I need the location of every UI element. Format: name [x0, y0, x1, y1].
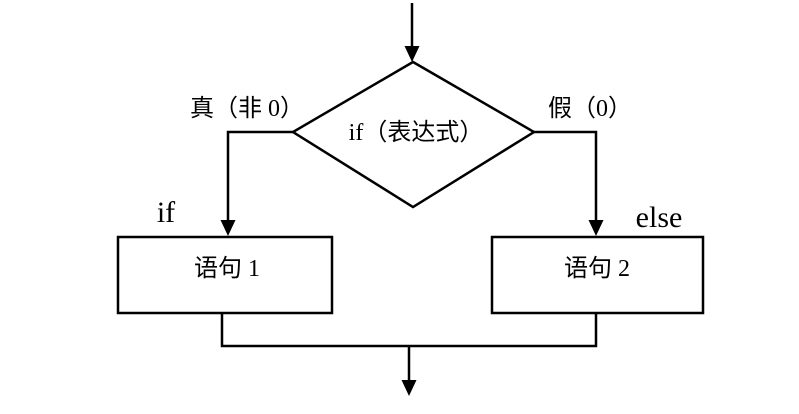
statement1-label: 语句 1	[194, 255, 260, 282]
true-branch-arrowhead-icon	[220, 220, 236, 236]
true-branch-line	[226, 130, 293, 221]
statement1-box	[116, 235, 334, 315]
exit-arrowhead-icon	[401, 380, 417, 396]
merge-flow	[220, 313, 598, 396]
false-branch-arrowhead-icon	[588, 220, 604, 236]
if-keyword-label: if	[157, 196, 175, 229]
entry-arrowhead-icon	[404, 46, 420, 62]
false-branch-line	[534, 130, 598, 221]
statement2-box	[490, 235, 705, 315]
true-branch: 真（非 0） if 语句 1	[116, 95, 334, 315]
true-condition-label: 真（非 0）	[190, 95, 304, 122]
statement2-label: 语句 2	[564, 255, 630, 282]
decision-diamond	[290, 60, 537, 209]
false-branch: 假（0） else 语句 2	[490, 95, 705, 315]
else-keyword-label: else	[636, 201, 683, 234]
false-condition-label: 假（0）	[548, 95, 632, 122]
decision-label: if（表达式）	[349, 119, 484, 146]
entry-arrow	[404, 3, 420, 62]
